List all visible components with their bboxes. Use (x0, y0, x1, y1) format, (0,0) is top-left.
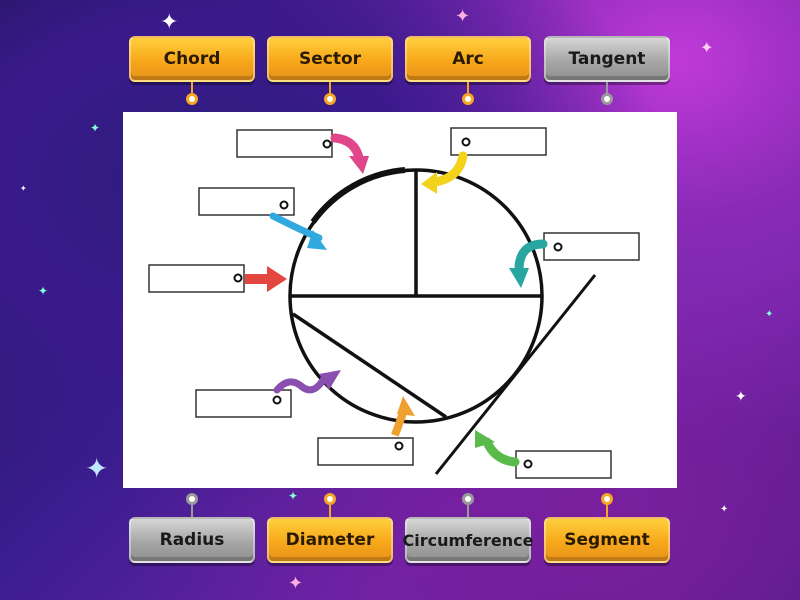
tile-stem (329, 82, 331, 94)
arc-highlight (310, 167, 406, 224)
drop-pin (186, 493, 198, 505)
teal-arrow-icon (514, 239, 548, 275)
star-icon: ✦ (288, 489, 299, 503)
star-icon: ✦ (90, 121, 101, 135)
label-tile-sector[interactable]: Sector (267, 36, 393, 82)
yellow-arrow-head (421, 172, 437, 194)
tile-stem (606, 504, 608, 518)
star-icon: ✦ (455, 6, 471, 27)
pink-arrow-head (349, 156, 369, 174)
orange-arrow-shaft (391, 411, 407, 437)
tile-stem (191, 82, 193, 94)
star-icon: ✦ (735, 389, 747, 405)
star-icon: ✦ (20, 184, 27, 193)
circle-diagram-panel (123, 112, 677, 488)
purple-arrow-head (319, 370, 341, 390)
red-arrow-icon (267, 266, 287, 292)
drop-pin (186, 93, 198, 105)
star-icon: ✦ (85, 452, 109, 485)
blue-arrow-head (307, 230, 327, 250)
tangent-line (434, 274, 597, 475)
tile-label: Chord (163, 49, 221, 69)
drop-box[interactable] (148, 264, 245, 293)
label-tile-arc[interactable]: Arc (405, 36, 531, 82)
drop-box[interactable] (543, 232, 640, 261)
tile-stem (467, 504, 469, 518)
circle-diagram (148, 127, 640, 479)
drop-pin (324, 493, 336, 505)
drop-pin (462, 493, 474, 505)
tile-label: Sector (298, 49, 362, 69)
tile-label: Radius (159, 530, 225, 550)
label-tile-diameter[interactable]: Diameter (267, 517, 393, 563)
drop-box[interactable] (198, 187, 295, 216)
star-icon: ✦ (765, 309, 774, 320)
label-tile-segment[interactable]: Segment (544, 517, 670, 563)
drop-box[interactable] (317, 437, 414, 466)
tile-label: Tangent (568, 49, 646, 69)
drop-pin (601, 493, 613, 505)
star-icon: ✦ (160, 10, 179, 35)
pink-arrow-icon (330, 133, 364, 163)
star-icon: ✦ (38, 284, 49, 298)
label-tile-circumference[interactable]: Circumference (402, 517, 534, 563)
star-icon: ✦ (700, 38, 714, 57)
red-arrow-shaft (245, 274, 269, 284)
drop-pin (324, 93, 336, 105)
teal-arrow-head (509, 268, 529, 288)
label-tile-radius[interactable]: Radius (129, 517, 255, 563)
tile-stem (191, 504, 193, 518)
tile-stem (329, 504, 331, 518)
drop-pin (601, 93, 613, 105)
orange-arrow-icon (397, 396, 415, 416)
tile-stem (467, 82, 469, 94)
drop-box[interactable] (515, 450, 612, 479)
label-tile-tangent[interactable]: Tangent (544, 36, 670, 82)
drop-box[interactable] (236, 129, 333, 158)
tile-label: Segment (564, 530, 650, 550)
drop-pin (462, 93, 474, 105)
green-arrow-icon (482, 437, 520, 467)
yellow-arrow-icon (430, 151, 468, 187)
star-icon: ✦ (288, 573, 304, 594)
drop-box[interactable] (450, 127, 547, 156)
label-tile-chord[interactable]: Chord (129, 36, 255, 82)
tile-label: Arc (452, 49, 484, 69)
drop-box[interactable] (195, 389, 292, 418)
green-arrow-head (475, 430, 495, 448)
chord-line (292, 312, 447, 419)
tile-label: Diameter (285, 530, 375, 550)
purple-arrow-icon (273, 376, 327, 394)
tile-stem (606, 82, 608, 94)
tile-label: Circumference (402, 530, 534, 550)
star-icon: ✦ (720, 504, 729, 515)
